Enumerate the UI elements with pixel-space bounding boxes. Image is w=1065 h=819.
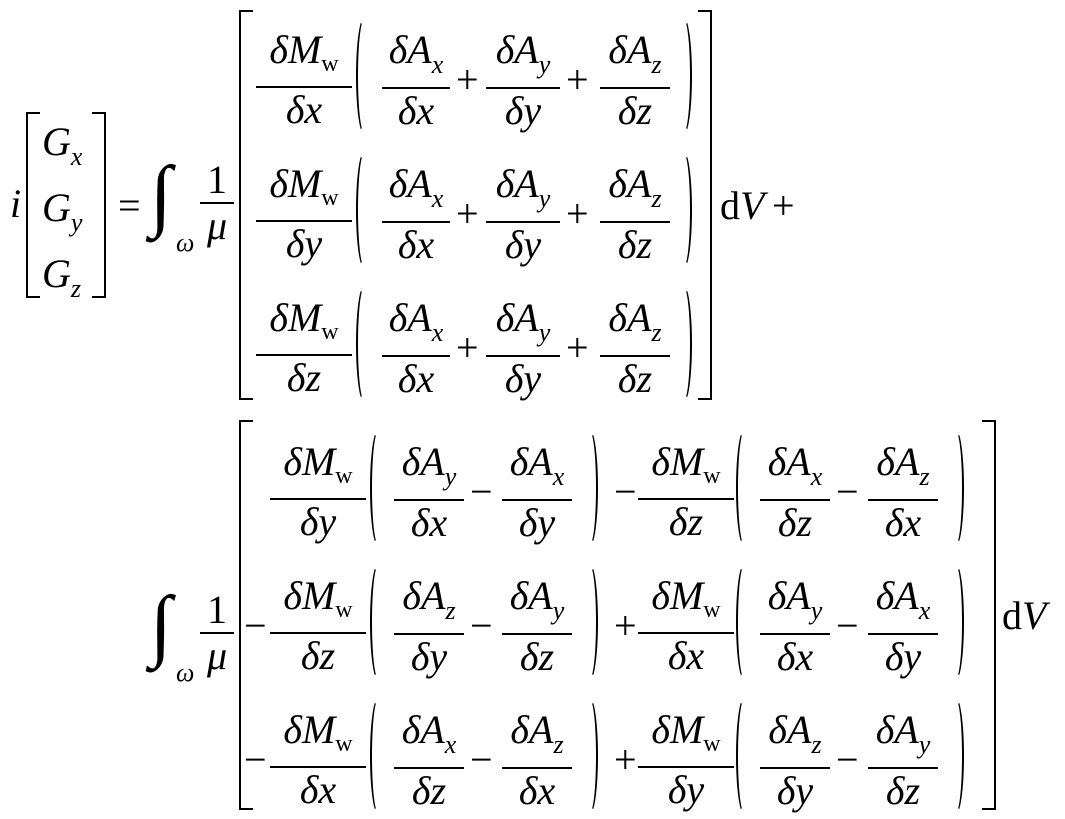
integral-icon: ∫ [150,151,172,239]
minus-sign: − [470,469,493,514]
dV: dV [720,183,765,228]
parenthesis [370,430,386,546]
plus-sign: + [566,57,589,102]
dV: dV [1002,593,1047,638]
integration-domain: ω [176,658,195,687]
plus-sign: + [772,183,795,228]
matrix-right-bracket [982,420,996,810]
parenthesis [676,152,692,268]
parenthesis [582,430,598,546]
minus-sign: − [836,469,859,514]
parenthesis [948,698,964,814]
integral-icon: ∫ [150,581,172,669]
integration-domain: ω [176,228,195,257]
left-bracket [26,112,40,298]
equals-sign: = [118,183,141,228]
parenthesis [582,698,598,814]
matrix-left-bracket [239,420,253,810]
parenthesis [676,18,692,134]
minus-sign: − [244,603,267,648]
parenthesis [582,564,598,680]
plus-sign: + [566,325,589,370]
vector-entry: Gz [42,251,82,303]
matrix-left-bracket [239,10,253,400]
parenthesis [370,698,386,814]
parenthesis [676,286,692,402]
parenthesis [948,430,964,546]
plus-sign: + [566,191,589,236]
minus-sign: − [836,737,859,782]
minus-sign: − [836,603,859,648]
parenthesis [736,564,752,680]
minus-sign: − [244,737,267,782]
minus-sign: − [470,603,493,648]
vector-entry: Gx [42,119,83,171]
vector-entry: Gy [42,185,83,237]
lhs-coefficient: i [10,181,22,226]
parenthesis [370,564,386,680]
operator: + [614,737,637,782]
operator: − [614,469,637,514]
plus-sign: + [456,57,479,102]
parenthesis [948,564,964,680]
parenthesis [356,286,372,402]
matrix-right-bracket [698,10,712,400]
minus-sign: − [470,737,493,782]
operator: + [614,603,637,648]
parenthesis [356,18,372,134]
parenthesis [736,698,752,814]
parenthesis [736,430,752,546]
plus-sign: + [456,325,479,370]
plus-sign: + [456,191,479,236]
parenthesis [356,152,372,268]
right-bracket [92,112,106,298]
